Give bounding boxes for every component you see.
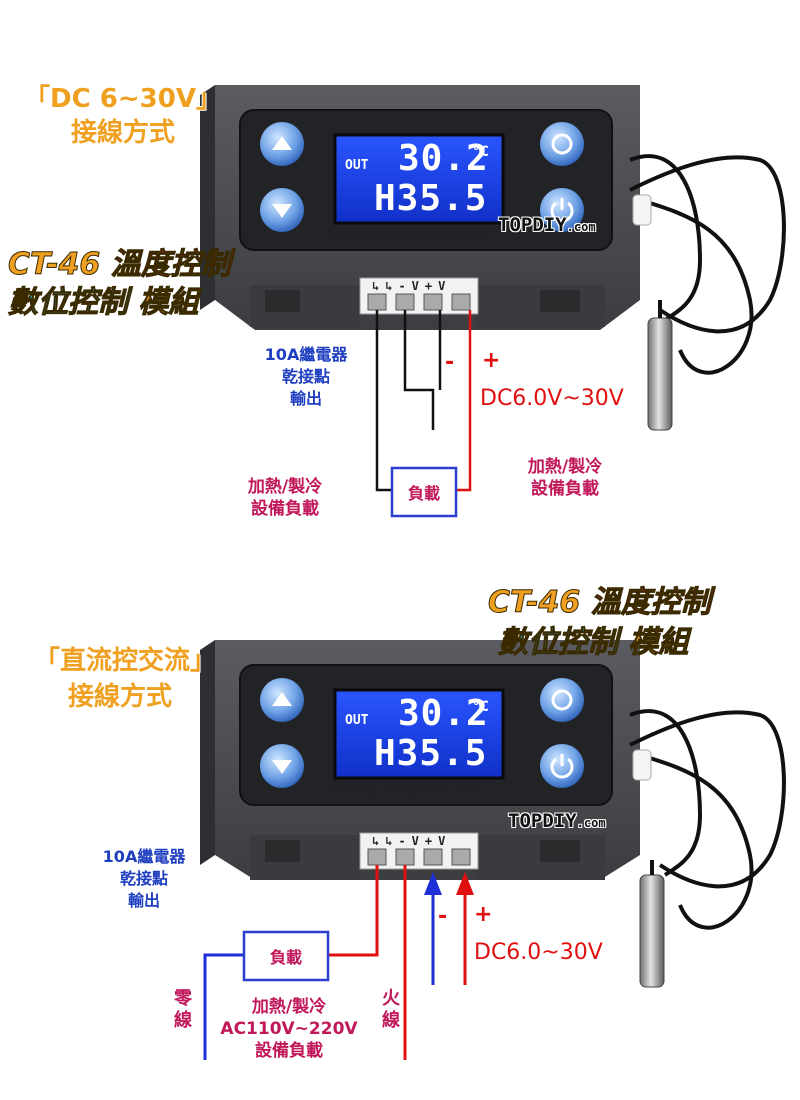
load-label-line: 加熱/製冷	[527, 457, 603, 477]
relay-label-line: 10A繼電器	[102, 847, 186, 866]
right-load-label: 加熱/製冷 設備負載	[490, 456, 640, 500]
brand-name: TOPDIY	[498, 214, 567, 236]
load-box	[242, 930, 330, 982]
live-label: 火 線	[376, 988, 406, 1032]
product-code: CT-46	[7, 247, 101, 282]
load-label-line: 設備負載	[255, 1041, 323, 1061]
plus-label: +	[474, 902, 493, 927]
lcd-screen	[333, 133, 505, 225]
header-subtitle: 接線方式	[67, 682, 172, 712]
set-icon	[551, 133, 573, 155]
temperature-probe	[647, 317, 673, 431]
lcd-unit: °C	[472, 144, 489, 160]
set-button[interactable]	[540, 122, 584, 166]
load-label-line: AC110V~220V	[220, 1019, 358, 1039]
thermostat-module-bottom	[200, 640, 786, 988]
product-module: 模組	[138, 285, 199, 320]
probe-cable	[629, 710, 786, 889]
brand-watermark: TOPDIY.com	[508, 810, 606, 832]
relay-label-line: 輸出	[127, 891, 160, 910]
set-button[interactable]	[540, 678, 584, 722]
brand-suffix: .com	[576, 816, 606, 830]
load-label-line: 加熱/製冷	[251, 997, 327, 1017]
lcd-out-label: OUT	[345, 158, 369, 173]
product-title: 溫度控制	[590, 585, 711, 620]
wire-relay-to-load	[328, 865, 379, 957]
product-title-2: 數位控制	[8, 285, 129, 320]
lcd-screen	[333, 688, 505, 780]
lcd-unit: °C	[472, 699, 489, 715]
relay-label: 10A繼電器 乾接點 輸出	[84, 846, 204, 912]
minus-label: -	[445, 350, 455, 375]
load-box	[390, 466, 458, 518]
product-module: 模組	[628, 625, 689, 660]
product-name-line2: 數位控制 模組	[8, 285, 199, 320]
relay-label-line: 輸出	[289, 389, 322, 408]
dc-voltage-label: DC6.0~30V	[474, 940, 603, 965]
relay-label-line: 乾接點	[119, 869, 168, 888]
terminal-labels: ↳↳-V+V	[372, 279, 452, 293]
arrow-up-icon	[456, 872, 474, 895]
neutral-label-line: 零	[174, 988, 192, 1009]
wire-dc-plus	[457, 310, 472, 492]
lcd-setpoint: H35.5	[374, 178, 488, 219]
brand-suffix: .com	[566, 220, 596, 234]
header-title: 「直流控交流」	[33, 646, 216, 676]
left-load-label: 加熱/製冷 設備負載	[210, 476, 360, 520]
probe-cable	[629, 155, 786, 334]
minus-label: -	[438, 904, 448, 929]
temperature-probe	[639, 874, 665, 988]
set-icon	[551, 689, 573, 711]
product-title: 溫度控制	[110, 247, 231, 282]
power-icon	[550, 757, 574, 779]
relay-label-line: 10A繼電器	[264, 345, 348, 364]
wire-relay-common	[375, 310, 392, 492]
load-box-label: 負載	[407, 484, 440, 503]
header-title: 「DC 6~30V」	[24, 84, 222, 114]
lcd-out-label: OUT	[345, 713, 369, 728]
terminal-labels: ↳↳-V+V	[372, 834, 452, 848]
panel-model-text: ELECTRONICS THERMOSTAT XY-WT01	[328, 787, 487, 796]
wiring-bottom	[203, 865, 474, 1060]
brand-name: TOPDIY	[508, 810, 577, 832]
up-arrow-icon	[272, 692, 292, 706]
power-icon	[550, 201, 574, 223]
relay-label-line: 乾接點	[281, 367, 330, 386]
lcd-temperature: 30.2	[398, 138, 489, 179]
header-subtitle: 接線方式	[70, 118, 175, 148]
load-box-label: 負載	[269, 948, 302, 967]
neutral-label: 零 線	[168, 988, 198, 1032]
load-label-line: 設備負載	[251, 499, 319, 519]
down-arrow-icon	[272, 760, 292, 774]
down-arrow-icon	[272, 204, 292, 218]
wire-neutral	[203, 953, 244, 1060]
product-name-line2: 數位控制 模組	[498, 625, 689, 660]
ac-load-label: 加熱/製冷 AC110V~220V 設備負載	[214, 996, 364, 1062]
product-title-2: 數位控制	[498, 625, 619, 660]
thermostat-module-top	[200, 85, 786, 431]
live-label-line: 火	[382, 988, 400, 1009]
load-label-line: 加熱/製冷	[247, 477, 323, 497]
product-code: CT-46	[487, 585, 581, 620]
load-label-line: 設備負載	[531, 479, 599, 499]
relay-label: 10A繼電器 乾接點 輸出	[246, 344, 366, 410]
brand-watermark: TOPDIY.com	[498, 214, 596, 236]
up-arrow-icon	[272, 136, 292, 150]
wiring-top	[375, 310, 472, 518]
lcd-temperature: 30.2	[398, 693, 489, 734]
wire-relay-no	[403, 310, 435, 430]
product-name-line1: CT-46 溫度控制	[7, 247, 231, 282]
arrow-up-icon	[424, 872, 442, 895]
plus-label: +	[482, 348, 501, 373]
panel-model-text: ELECTRONICS THERMOSTAT XY-WT01	[328, 232, 487, 241]
product-name-line1: CT-46 溫度控制	[487, 585, 711, 620]
live-label-line: 線	[382, 1010, 400, 1031]
neutral-label-line: 線	[174, 1010, 192, 1031]
lcd-setpoint: H35.5	[374, 733, 488, 774]
dc-voltage-label: DC6.0V~30V	[480, 386, 624, 411]
